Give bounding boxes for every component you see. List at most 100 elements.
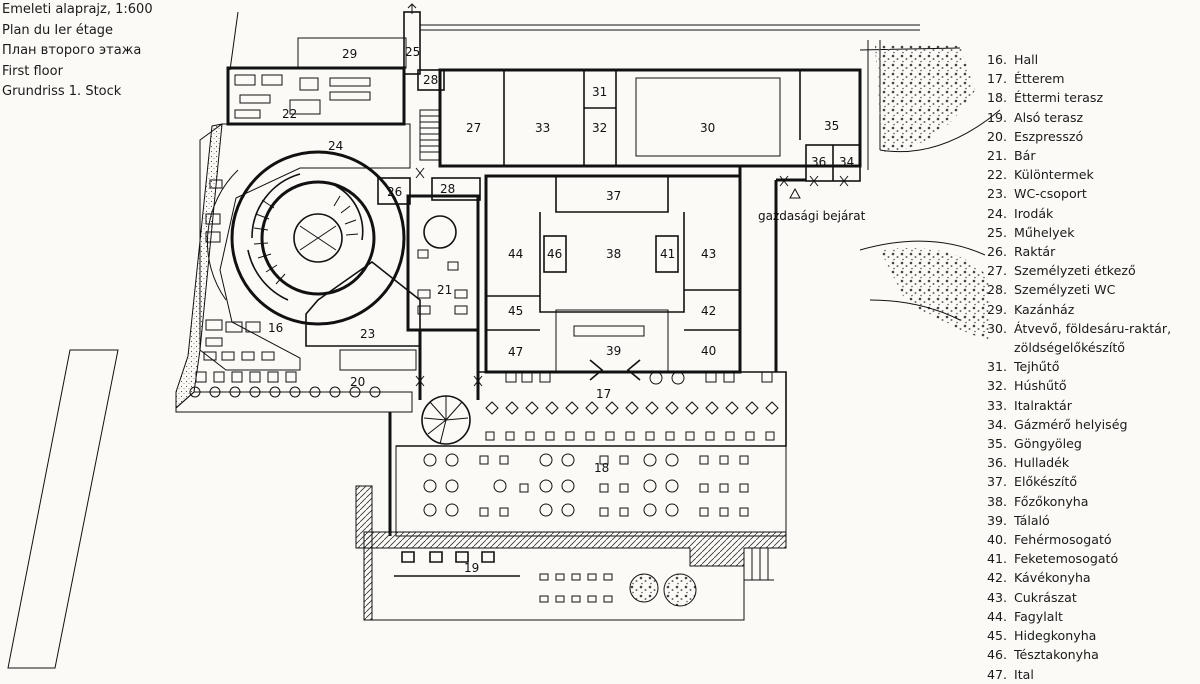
bar-room — [406, 194, 480, 332]
lower-terrace-planting — [539, 573, 613, 603]
legend-num: 38. — [987, 493, 1008, 509]
legend-item-31: 31.Tejhűtő — [987, 357, 1171, 376]
label-40: 40 — [701, 344, 716, 358]
room-30-inner — [635, 77, 781, 157]
label-31: 31 — [592, 85, 607, 99]
legend-label: Eszpresszó — [1014, 128, 1084, 144]
legend-item-30: 30. Átvevő, földesáru-raktár, — [987, 319, 1171, 338]
legend-label: Italraktár — [1014, 397, 1072, 413]
legend-num: 32. — [987, 378, 1008, 394]
slope-right — [859, 240, 986, 321]
label-45: 45 — [508, 304, 523, 318]
legend-num: 29. — [987, 301, 1008, 317]
legend-num: 40. — [987, 532, 1008, 548]
title-german: Grundriss 1. Stock — [2, 84, 122, 99]
legend-num: 21. — [987, 148, 1008, 164]
legend-item-44: 44.Fagylalt — [987, 607, 1171, 626]
legend-label: Gázmérő helyiség — [1014, 416, 1128, 432]
staff-wc — [431, 177, 481, 201]
label-32: 32 — [592, 121, 607, 135]
legend-label: Húshűtő — [1014, 378, 1067, 394]
legend-label: Műhelyek — [1014, 224, 1075, 240]
legend-label: Alsó terasz — [1014, 109, 1084, 125]
label-47: 47 — [508, 345, 523, 359]
restaurant-tables — [485, 401, 779, 415]
legend-num: 33. — [987, 397, 1008, 413]
legend-num: 37. — [987, 474, 1008, 490]
legend-item-38: 38. Főzőkonyha — [987, 492, 1171, 511]
tree-left — [630, 574, 658, 602]
landscape-upper — [875, 45, 975, 152]
title-english: First floor — [2, 63, 63, 79]
label-42: 42 — [701, 304, 716, 318]
legend-item-16: 16.Hall — [987, 50, 1171, 69]
room-legend: 16.Hall 17.Étterem 18.Éttermi terasz 19.… — [987, 50, 1171, 684]
label-24: 24 — [328, 139, 343, 153]
label-43: 43 — [701, 247, 716, 261]
legend-label: Előkészítő — [1014, 474, 1078, 490]
legend-num: 22. — [987, 167, 1008, 183]
hall-furniture — [205, 179, 261, 347]
black-wash-41 — [655, 235, 679, 273]
legend-item-41: 41.Feketemosogató — [987, 549, 1171, 568]
restaurant-top-seating — [505, 371, 773, 385]
legend-num: 25. — [987, 224, 1008, 240]
legend-item-34: 34.Gázmérő helyiség — [987, 415, 1171, 434]
legend-num: 41. — [987, 551, 1008, 567]
espresso-seating — [195, 351, 297, 383]
legend-item-23: 23. WC-csoport — [987, 184, 1171, 203]
legend-label: Raktár — [1014, 244, 1056, 260]
site-boundary-top — [229, 11, 920, 71]
service-entrance-label: gazdasági bejárat — [758, 209, 866, 223]
legend-item-46: 46.Tésztakonyha — [987, 645, 1171, 664]
staff-stair-steps — [420, 115, 440, 153]
private-rooms-furniture — [234, 74, 371, 119]
private-rooms — [226, 66, 406, 126]
legend-item-47: 47.Ital — [987, 665, 1171, 684]
tree-right — [664, 574, 696, 606]
label-20: 20 — [350, 375, 365, 389]
legend-item-27: 27.Személyzeti étkező — [987, 261, 1171, 280]
label-16: 16 — [268, 321, 283, 335]
service-entrance-doors — [779, 175, 849, 187]
label-37: 37 — [606, 189, 621, 203]
legend-label: zöldségelőkészítő — [1014, 340, 1125, 356]
label-25: 25 — [405, 45, 420, 59]
legend-label: Ital — [1014, 666, 1034, 682]
legend-num: 26. — [987, 244, 1008, 260]
legend-label: Fagylalt — [1014, 608, 1063, 624]
label-34: 34 — [839, 155, 854, 169]
bar-seating — [417, 249, 468, 315]
legend-label: WC-csoport — [1014, 186, 1087, 202]
legend-item-39: 39.Tálaló — [987, 511, 1171, 530]
terrace-tables — [423, 453, 679, 517]
legend-num: 23. — [987, 186, 1008, 202]
kitchen-block — [484, 174, 742, 374]
legend-label: Tálaló — [1014, 512, 1050, 528]
legend-item-30-cont: zöldségelőkészítő — [987, 338, 1171, 357]
staff-stair — [419, 109, 441, 161]
rotunda-stair-left — [247, 173, 301, 301]
legend-num: 31. — [987, 359, 1008, 375]
legend-item-43: 43.Cukrászat — [987, 588, 1171, 607]
legend-num: 36. — [987, 455, 1008, 471]
legend-item-35: 35.Göngyöleg — [987, 434, 1171, 453]
legend-label: Főzőkonyha — [1014, 493, 1089, 509]
terrace-edge-left — [175, 123, 223, 410]
rotunda-core — [293, 213, 343, 263]
rotunda-core-cross — [299, 225, 337, 251]
label-23: 23 — [360, 327, 375, 341]
legend-item-36: 36.Hulladék — [987, 453, 1171, 472]
site-strip — [7, 349, 119, 669]
legend-label: Átvevő, földesáru-raktár, — [1014, 320, 1172, 336]
legend-num: 20. — [987, 128, 1008, 144]
terrace-east-stair — [743, 548, 774, 581]
label-17: 17 — [596, 387, 611, 401]
legend-num: 46. — [987, 647, 1008, 663]
title-hungarian: Emeleti alaprajz, 1:600 — [2, 2, 153, 17]
legend-num: 30. — [987, 320, 1008, 336]
terrace-west-hatch — [355, 485, 373, 549]
service-entrance-triangle-icon — [789, 187, 801, 199]
legend-item-20: 20. Eszpresszó — [987, 127, 1171, 146]
